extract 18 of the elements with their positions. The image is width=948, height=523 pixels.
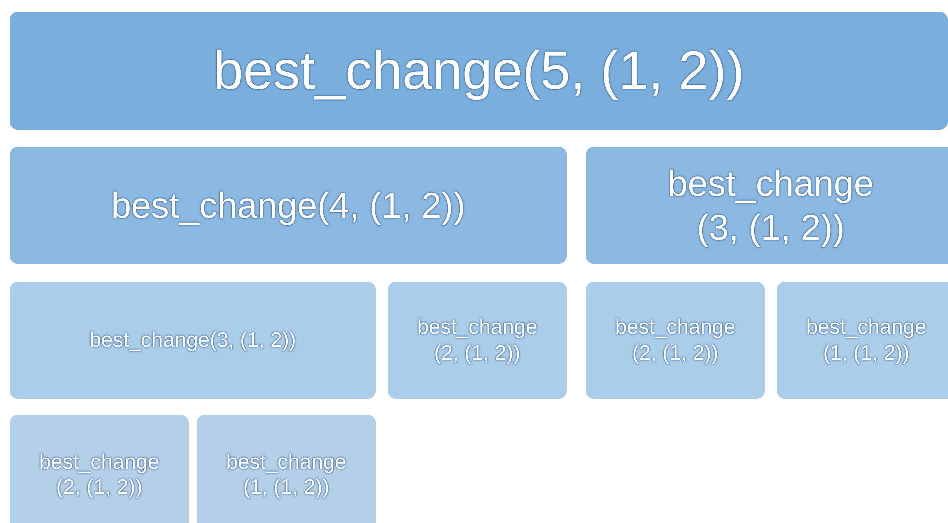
call-text: best_change (2, (1, 2))	[417, 315, 538, 366]
function-call-block	[388, 282, 567, 399]
function-call-block	[777, 282, 948, 399]
call-text: best_change (3, (1, 2))	[668, 162, 874, 249]
function-call-block	[10, 415, 189, 523]
call-text: best_change (1, (1, 2))	[226, 450, 347, 500]
function-call-block	[10, 12, 948, 130]
function-call-block	[197, 415, 376, 523]
call-text: best_change(4, (1, 2))	[111, 184, 466, 228]
function-call-block	[586, 282, 765, 399]
function-call-block	[10, 147, 567, 264]
function-call-block	[586, 147, 948, 264]
call-text: best_change(3, (1, 2))	[90, 328, 296, 354]
call-text: best_change(5, (1, 2))	[213, 40, 745, 103]
call-text: best_change (2, (1, 2))	[615, 315, 736, 366]
call-text: best_change (1, (1, 2))	[806, 315, 927, 366]
function-call-block	[10, 282, 376, 399]
call-text: best_change (2, (1, 2))	[39, 450, 160, 500]
